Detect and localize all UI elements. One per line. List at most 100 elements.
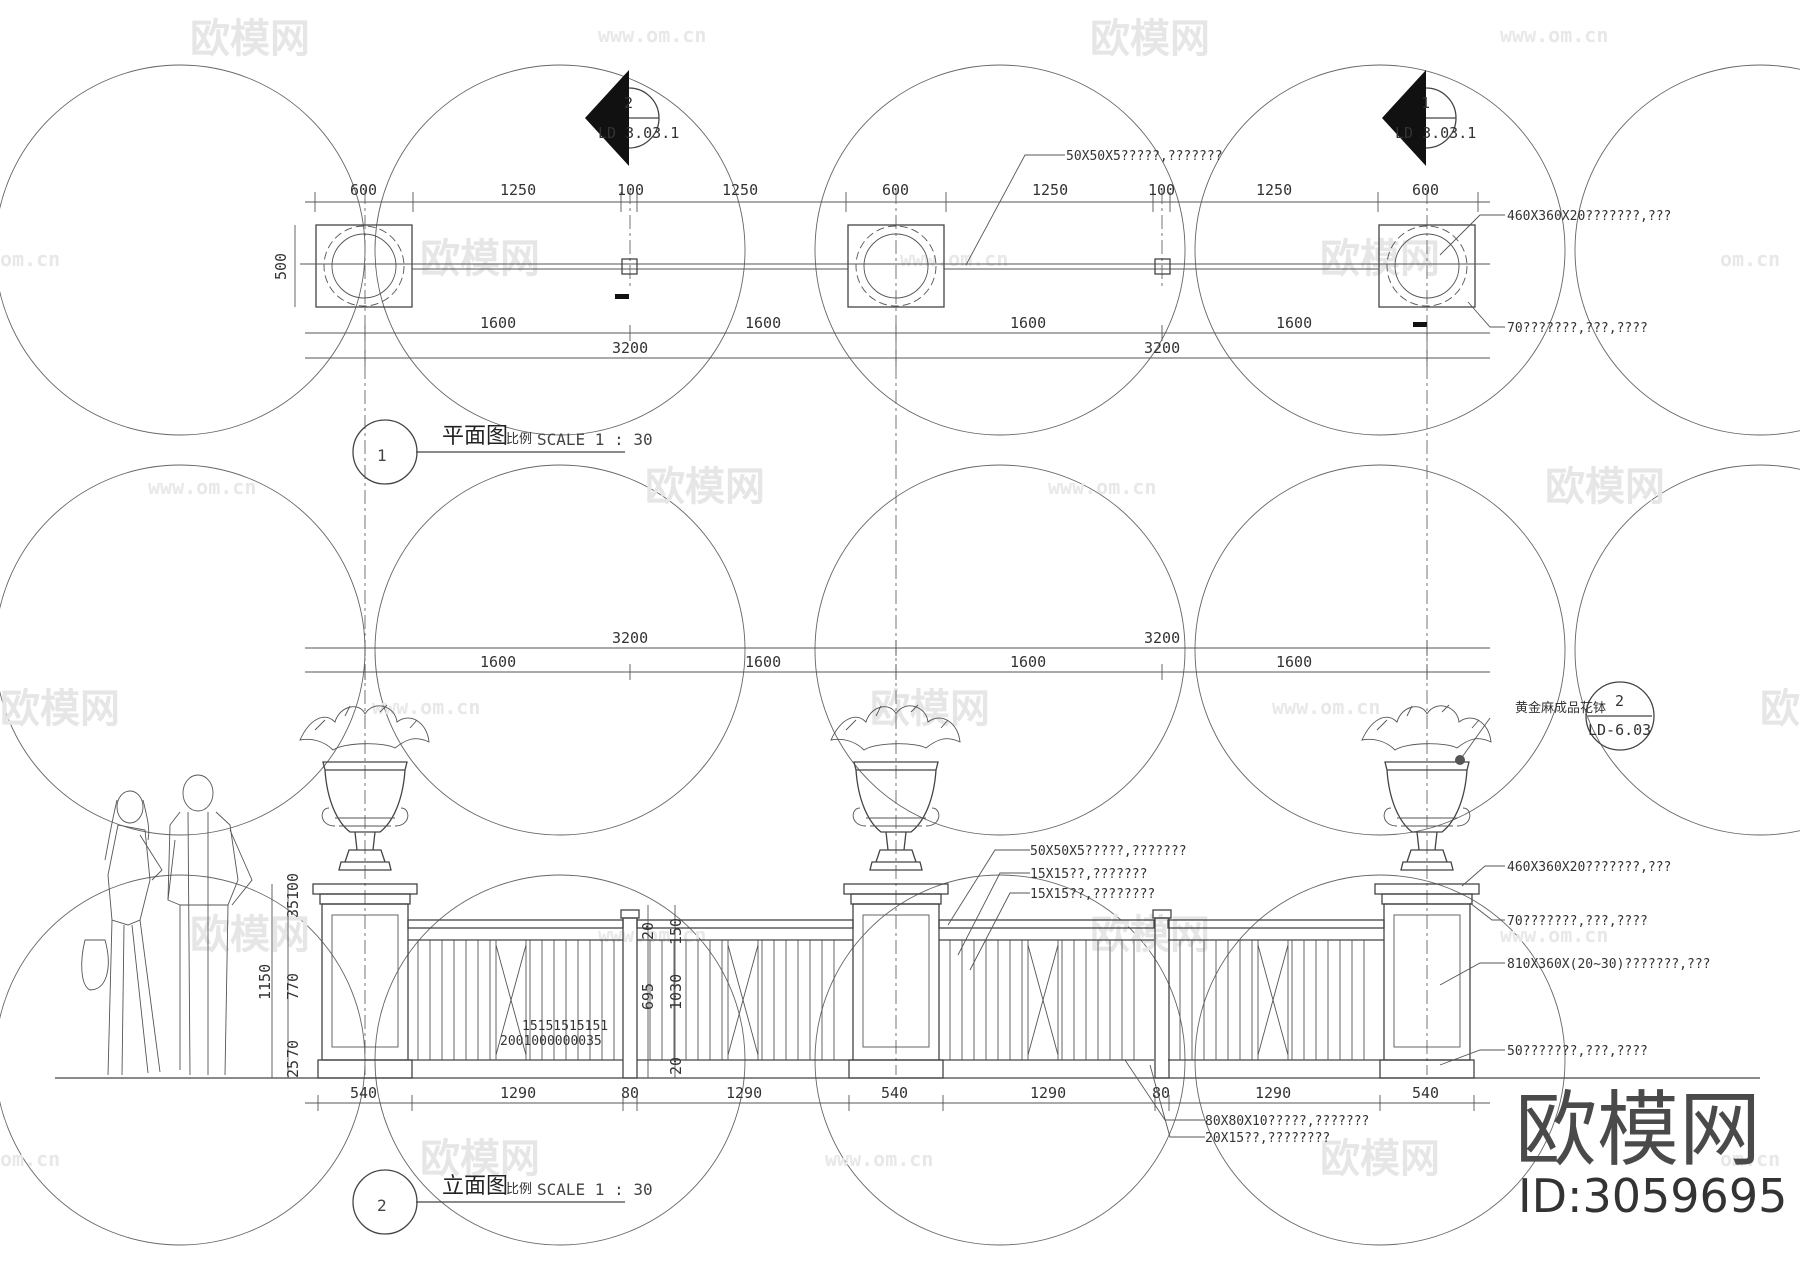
dim-bar-spacing-2: 2001000000035 bbox=[500, 1034, 602, 1049]
watermark-logo: 欧模网 bbox=[1320, 1136, 1440, 1182]
dim-100: 100 bbox=[617, 181, 644, 199]
dim-500: 500 bbox=[272, 253, 290, 280]
dim-540: 540 bbox=[1412, 1084, 1439, 1102]
watermark-logo: 欧模网 bbox=[420, 236, 540, 282]
flower-callout: 黄金麻成品花钵 2 LD-6.03 bbox=[1455, 681, 1655, 765]
dim-1600: 1600 bbox=[745, 653, 781, 671]
watermark-url: www.om.cn bbox=[372, 695, 480, 719]
dim-1600: 1600 bbox=[1010, 314, 1046, 332]
plan-scale: SCALE 1 : 30 bbox=[537, 430, 653, 449]
dim-600: 600 bbox=[1412, 181, 1439, 199]
watermark-logo: 欧模网 bbox=[1090, 16, 1210, 62]
watermark-url: www.om.cn bbox=[825, 1147, 933, 1171]
fence-post bbox=[620, 909, 640, 1079]
brand-block: 欧模网 ID:3059695 bbox=[1515, 1083, 1787, 1223]
dim-1600: 1600 bbox=[480, 653, 516, 671]
dim-1030: 1030 bbox=[667, 974, 685, 1010]
dim-1250: 1250 bbox=[1256, 181, 1292, 199]
watermark-logo: 欧模网 bbox=[190, 16, 310, 62]
dim-80: 80 bbox=[1152, 1084, 1170, 1102]
brand-logo: 欧模网 bbox=[1515, 1083, 1761, 1178]
elevation-leaders-left bbox=[947, 849, 1030, 971]
elevation-left-dimensions: 100 35 770 25 70 1150 bbox=[256, 873, 302, 1078]
dim-3200: 3200 bbox=[612, 629, 648, 647]
section-a-num: 2 bbox=[624, 94, 633, 112]
dim-3200: 3200 bbox=[612, 339, 648, 357]
plan-pillar bbox=[315, 224, 413, 308]
elevation-view: 3200 3200 1600 1600 1600 1600 bbox=[55, 629, 1760, 1235]
elevation-title-block: 2 立面图 比例 SCALE 1 : 30 bbox=[352, 1169, 653, 1235]
elevation-scale-label: 比例 bbox=[506, 1182, 532, 1197]
dim-1290: 1290 bbox=[726, 1084, 762, 1102]
watermark-layer: 欧模网 欧模网 www.om.cn www.om.cn 欧模网 欧模网 om.c… bbox=[0, 16, 1800, 1246]
watermark-url: www.om.cn bbox=[598, 923, 706, 947]
flower-ref-num: 2 bbox=[1615, 692, 1624, 710]
section-b-num: 1 bbox=[1421, 94, 1430, 112]
elev-note-rail: 50X50X5?????,??????? bbox=[1030, 844, 1187, 859]
centerlines bbox=[364, 190, 1428, 1075]
elevation-top-dimensions: 3200 3200 1600 1600 1600 1600 bbox=[305, 629, 1490, 680]
plan-note-base: 70???????,???,???? bbox=[1507, 321, 1648, 336]
flower-urn bbox=[830, 704, 961, 871]
section-marker-b: 1 LD 3.03.1 bbox=[1382, 70, 1476, 166]
dim-600: 600 bbox=[882, 181, 909, 199]
watermark-logo: 欧模网 bbox=[190, 912, 310, 958]
dim-1600: 1600 bbox=[1010, 653, 1046, 671]
dim-1250: 1250 bbox=[1032, 181, 1068, 199]
plan-leaders bbox=[965, 154, 1505, 328]
dim-1250: 1250 bbox=[722, 181, 758, 199]
watermark-url: www.om.cn bbox=[148, 475, 256, 499]
brand-id: ID:3059695 bbox=[1518, 1169, 1787, 1223]
watermark-url: www.om.cn bbox=[1500, 23, 1608, 47]
dim-3200: 3200 bbox=[1144, 629, 1180, 647]
watermark-logo: 欧模网 bbox=[870, 686, 990, 732]
plan-top-dimensions: 600 1250 100 1250 600 1250 100 1250 600 bbox=[305, 181, 1490, 212]
watermark-logo: 欧模网 bbox=[420, 1136, 540, 1182]
elev-note-bar-2: 15X15??,???????? bbox=[1030, 887, 1155, 902]
watermark-logo: 欧模网 bbox=[0, 686, 120, 732]
watermark-url: om.cn bbox=[1720, 1147, 1780, 1171]
elev-note-flat: 20X15??,???????? bbox=[1205, 1131, 1330, 1146]
human-figure-man bbox=[167, 774, 253, 1076]
plan-number: 1 bbox=[377, 446, 387, 465]
plan-rail bbox=[300, 258, 1490, 327]
plan-pillar bbox=[847, 224, 945, 308]
dim-1290: 1290 bbox=[1255, 1084, 1291, 1102]
elevation-pillar bbox=[843, 883, 949, 1079]
dim-695: 695 bbox=[639, 983, 657, 1010]
section-marker-a: 2 LD 3.03.1 bbox=[585, 70, 679, 166]
plan-scale-label: 比例 bbox=[506, 432, 532, 447]
plan-title-block: 1 平面图 比例 SCALE 1 : 30 bbox=[352, 419, 653, 485]
elev-note-cap: 460X360X20???????,??? bbox=[1507, 860, 1671, 875]
dim-1600: 1600 bbox=[1276, 653, 1312, 671]
dim-150: 150 bbox=[667, 918, 685, 945]
watermark-url: www.om.cn bbox=[1048, 475, 1156, 499]
fence-panel bbox=[636, 919, 854, 1061]
plan-note-rail: 50X50X5?????,??????? bbox=[1066, 149, 1223, 164]
dim-bar-spacing: 15151515151 bbox=[522, 1019, 608, 1034]
fence-post bbox=[1152, 909, 1172, 1079]
elevation-number: 2 bbox=[377, 1196, 387, 1215]
watermark-url: om.cn bbox=[0, 247, 60, 271]
watermark-logo: 欧模网 bbox=[645, 464, 765, 510]
dim-70: 70 bbox=[284, 1040, 302, 1058]
plan-title: 平面图 bbox=[442, 424, 508, 449]
elevation-pillar bbox=[1374, 883, 1480, 1079]
plan-view: 2 LD 3.03.1 1 LD 3.03.1 600 1250 100 125… bbox=[272, 70, 1671, 485]
plan-pillar bbox=[1378, 224, 1476, 308]
elev-note-base: 70???????,???,???? bbox=[1507, 914, 1648, 929]
dim-20: 20 bbox=[667, 1057, 685, 1075]
plan-note-cap: 460X360X20???????,??? bbox=[1507, 209, 1671, 224]
elev-note-plinth: 50???????,???,???? bbox=[1507, 1044, 1648, 1059]
dim-100: 100 bbox=[1148, 181, 1175, 199]
flower-urn bbox=[1361, 704, 1492, 871]
dim-600: 600 bbox=[350, 181, 377, 199]
watermark-url: www.om.cn bbox=[1272, 695, 1380, 719]
dim-1600: 1600 bbox=[480, 314, 516, 332]
dim-1600: 1600 bbox=[1276, 314, 1312, 332]
dim-1600: 1600 bbox=[745, 314, 781, 332]
elevation-title: 立面图 bbox=[442, 1174, 508, 1199]
dim-3200: 3200 bbox=[1144, 339, 1180, 357]
watermark-url: om.cn bbox=[0, 1147, 60, 1171]
